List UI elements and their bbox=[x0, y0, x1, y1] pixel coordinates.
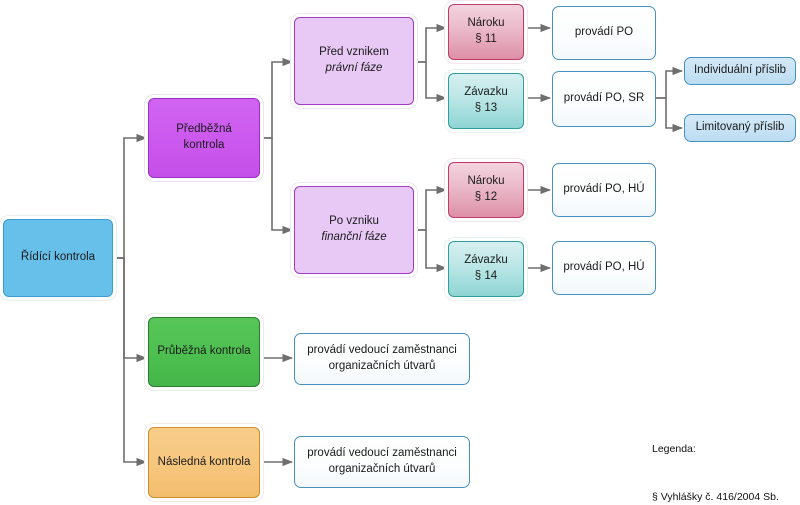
node-label-line2: § 13 bbox=[474, 102, 498, 114]
edge-group-predbezna bbox=[262, 57, 293, 235]
node-label-line1: provádí vedoucí zaměstnanci bbox=[307, 447, 457, 460]
node-vedouci-zamestnanci-1[interactable]: provádí vedoucí zaměstnanci organizačníc… bbox=[294, 333, 470, 385]
node-individualni-prislib[interactable]: Individuální příslib bbox=[684, 57, 796, 85]
legend-line-paragraph: § Vyhlášky č. 416/2004 Sb. bbox=[652, 490, 779, 503]
node-label-line1: Po vzniku bbox=[329, 215, 379, 228]
node-label: provádí PO, SR bbox=[563, 92, 645, 105]
node-pred-vznikem[interactable]: Před vznikem právní fáze bbox=[294, 17, 414, 105]
node-label: Limitovaný příslib bbox=[695, 121, 785, 134]
edge-group-pred-vznikem bbox=[416, 23, 447, 103]
node-limitovany-prislib[interactable]: Limitovaný příslib bbox=[684, 114, 796, 142]
node-nasledna-kontrola[interactable]: Následná kontrola bbox=[148, 427, 260, 498]
node-label: provádí PO, HÚ bbox=[563, 183, 645, 196]
node-predbezna-kontrola[interactable]: Předběžná kontrola bbox=[148, 98, 260, 178]
node-label-line2: § 11 bbox=[475, 33, 497, 45]
node-naroku-12[interactable]: Nároku § 12 bbox=[448, 162, 524, 218]
node-label-line1: Před vznikem bbox=[319, 46, 389, 59]
node-zavazku-14[interactable]: Závazku § 14 bbox=[448, 241, 524, 297]
node-label-line1: Nároku bbox=[467, 17, 505, 30]
node-label-line1: Předběžná bbox=[176, 123, 232, 136]
edge-group-bottom bbox=[262, 353, 293, 467]
node-provadi-po-sr[interactable]: provádí PO, SR bbox=[552, 71, 656, 127]
node-po-vzniku[interactable]: Po vzniku finanční fáze bbox=[294, 186, 414, 274]
node-label-line2: § 12 bbox=[474, 191, 498, 203]
node-label: Průběžná kontrola bbox=[157, 345, 251, 358]
node-label-line1: Závazku bbox=[464, 254, 508, 267]
node-label: Individuální příslib bbox=[693, 64, 787, 77]
node-label-line2: § 14 bbox=[474, 270, 498, 282]
node-label: provádí PO, HÚ bbox=[563, 261, 645, 274]
node-vedouci-zamestnanci-2[interactable]: provádí vedoucí zaměstnanci organizačníc… bbox=[294, 436, 470, 488]
edge-group-provadi-po-sr bbox=[656, 66, 683, 133]
node-label-line2: organizačních útvarů bbox=[328, 463, 436, 475]
node-label-line1: Závazku bbox=[464, 86, 508, 99]
node-label-line2: právní fáze bbox=[325, 62, 383, 74]
node-provadi-po-hu-1[interactable]: provádí PO, HÚ bbox=[552, 163, 656, 217]
node-label-line2: finanční fáze bbox=[321, 231, 387, 243]
node-label-line1: Nároku bbox=[467, 175, 505, 188]
node-provadi-po-hu-2[interactable]: provádí PO, HÚ bbox=[552, 241, 656, 295]
node-prubezna-kontrola[interactable]: Průběžná kontrola bbox=[148, 317, 260, 387]
node-label-line2: kontrola bbox=[183, 139, 225, 151]
node-label: provádí PO bbox=[574, 26, 634, 39]
node-label-line1: provádí vedoucí zaměstnanci bbox=[307, 344, 457, 357]
node-label: Řídící kontrola bbox=[20, 251, 96, 264]
edge-group-po-vzniku bbox=[416, 185, 447, 273]
edge-group-paragraph-to-provadi bbox=[524, 23, 551, 273]
node-naroku-11[interactable]: Nároku § 11 bbox=[448, 4, 524, 60]
legend-title: Legenda: bbox=[652, 442, 696, 455]
edge-group-root bbox=[114, 133, 147, 467]
node-label: Následná kontrola bbox=[157, 455, 251, 468]
node-zavazku-13[interactable]: Závazku § 13 bbox=[448, 73, 524, 129]
node-label-line2: organizačních útvarů bbox=[328, 360, 436, 372]
legend: Legenda: § Vyhlášky č. 416/2004 Sb. PO -… bbox=[652, 410, 779, 505]
node-provadi-po[interactable]: provádí PO bbox=[552, 6, 656, 60]
node-ridici-kontrola[interactable]: Řídící kontrola bbox=[3, 219, 113, 297]
